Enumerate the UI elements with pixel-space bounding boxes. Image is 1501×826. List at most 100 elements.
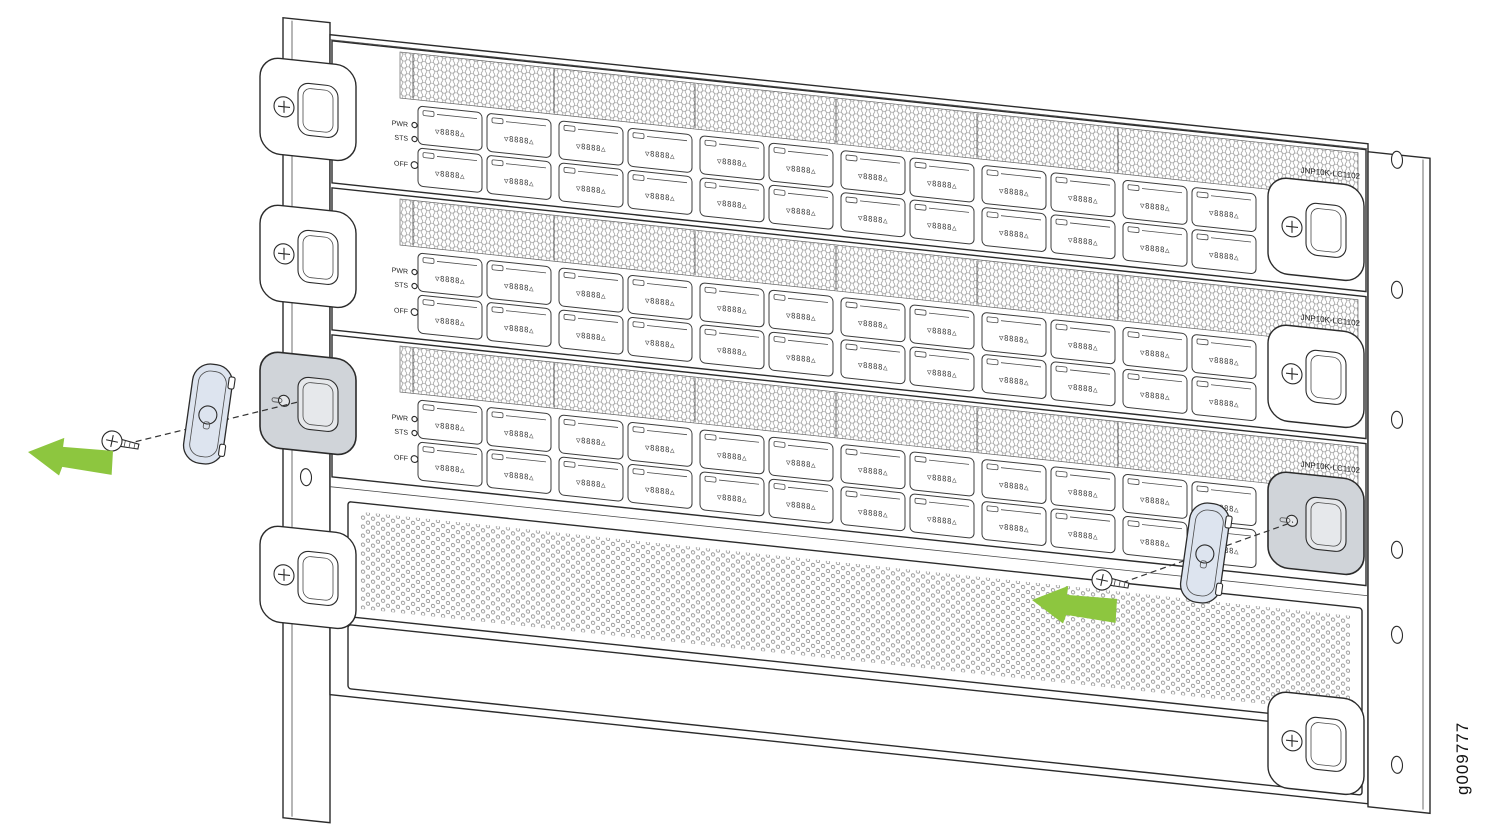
sts-led-icon: [411, 282, 418, 290]
svg-text:▽8888△: ▽8888△: [858, 318, 888, 330]
cover-tab: [1224, 515, 1233, 529]
svg-text:▽8888△: ▽8888△: [576, 436, 606, 448]
flange-screw-hole: [1390, 410, 1404, 429]
status-leds: PWR STS OFF: [392, 414, 419, 464]
right-rack-flange: [1367, 150, 1431, 815]
svg-text:▽8888△: ▽8888△: [1209, 208, 1239, 220]
port-cage: ▽8888△: [627, 128, 693, 173]
ejector-handle: [1267, 177, 1365, 282]
port-cage: ▽8888△: [840, 486, 906, 532]
port-cage: ▽8888△: [417, 105, 483, 151]
svg-text:▽8888△: ▽8888△: [786, 206, 816, 218]
port-cage: ▽8888△: [768, 331, 834, 377]
vent-mesh: [399, 198, 1359, 347]
svg-text:▽8888△: ▽8888△: [858, 171, 888, 183]
port-cage: ▽8888△: [627, 422, 693, 467]
svg-text:▽8888△: ▽8888△: [645, 296, 675, 308]
cover-tab: [1214, 582, 1224, 596]
ejector-handle: [259, 57, 357, 162]
line-card-2: ▽8888△▽8888△▽8888△▽8888△▽8888△▽8888△▽888…: [331, 187, 1367, 440]
port-cage: ▽8888△: [558, 120, 624, 166]
svg-text:▽8888△: ▽8888△: [645, 443, 675, 455]
cover-tab: [227, 376, 236, 390]
port-cage: ▽8888△: [558, 456, 624, 502]
flange-screw-hole: [1390, 755, 1404, 774]
svg-text:▽8888△: ▽8888△: [504, 323, 534, 335]
svg-text:▽8888△: ▽8888△: [1068, 340, 1098, 352]
ejector-handle-highlighted: [259, 351, 357, 456]
handles: [259, 57, 1365, 796]
svg-text:▽8888△: ▽8888△: [504, 281, 534, 293]
svg-text:▽8888△: ▽8888△: [717, 450, 747, 462]
chassis: ▽8888△ ▽8888△ ▽8888△ ▽8888△ ▽8888△ ▽8888△ ▽888…: [259, 16, 1431, 824]
port-cage: ▽8888△: [1122, 222, 1188, 267]
port-cage: ▽8888△: [417, 147, 483, 193]
svg-text:▽8888△: ▽8888△: [435, 316, 465, 328]
svg-text:▽8888△: ▽8888△: [1140, 201, 1170, 213]
port-cage: ▽8888△: [1191, 187, 1257, 233]
svg-text:▽8888△: ▽8888△: [927, 472, 957, 484]
ejector-handle: [259, 525, 357, 630]
pwr-led-icon: [411, 121, 418, 129]
flange-screw-hole: [1390, 280, 1404, 299]
svg-text:▽8888△: ▽8888△: [927, 325, 957, 337]
port-cage: ▽8888△: [768, 478, 834, 524]
port-cage: ▽8888△: [981, 165, 1047, 210]
svg-text:▽8888△: ▽8888△: [645, 338, 675, 350]
port-cage: ▽8888△: [627, 170, 693, 215]
svg-text:▽8888△: ▽8888△: [927, 367, 957, 379]
svg-text:▽8888△: ▽8888△: [1140, 495, 1170, 507]
port-cage: ▽8888△: [1191, 229, 1257, 275]
port-cage: ▽8888△: [558, 162, 624, 208]
svg-text:▽8888△: ▽8888△: [1068, 382, 1098, 394]
led-label-pwr: PWR: [392, 120, 408, 129]
port-cage: ▽8888△: [909, 199, 975, 245]
svg-text:▽8888△: ▽8888△: [717, 345, 747, 357]
svg-text:▽8888△: ▽8888△: [717, 156, 747, 168]
svg-text:▽8888△: ▽8888△: [576, 142, 606, 154]
port-cage: ▽8888△: [486, 260, 552, 305]
svg-text:▽8888△: ▽8888△: [1209, 397, 1239, 409]
svg-text:▽8888△: ▽8888△: [504, 176, 534, 188]
svg-text:▽8888△: ▽8888△: [1068, 529, 1098, 541]
port-cage: ▽8888△: [1122, 369, 1188, 414]
port-cage: ▽8888△: [417, 399, 483, 445]
port-cage: ▽8888△: [486, 407, 552, 452]
svg-text:▽8888△: ▽8888△: [1209, 355, 1239, 367]
port-cage: ▽8888△: [1050, 361, 1116, 407]
ejector-handle: [1267, 324, 1365, 429]
line-card-1: ▽8888△▽8888△▽8888△▽8888△▽8888△▽8888△▽888…: [331, 40, 1367, 293]
svg-text:▽8888△: ▽8888△: [786, 353, 816, 365]
keyhole-icon: [1285, 514, 1299, 527]
led-label-sts: STS: [394, 134, 408, 142]
status-leds: PWR STS OFF: [392, 267, 419, 317]
svg-text:▽8888△: ▽8888△: [504, 134, 534, 146]
flange-screw-hole: [1390, 540, 1404, 559]
port-cage: ▽8888△: [1191, 334, 1257, 380]
port-cage: ▽8888△: [1050, 466, 1116, 512]
port-cage: ▽8888△: [1191, 376, 1257, 422]
port-grid: ▽8888△▽8888△▽8888△▽8888△▽8888△▽8888△▽888…: [412, 54, 1257, 275]
port-cage: ▽8888△: [909, 493, 975, 539]
svg-text:▽8888△: ▽8888△: [576, 289, 606, 301]
svg-text:▽8888△: ▽8888△: [927, 514, 957, 526]
port-cage: ▽8888△: [840, 444, 906, 490]
ejector-handle: [1267, 691, 1365, 796]
svg-text:▽8888△: ▽8888△: [435, 463, 465, 475]
vent-mesh: [399, 345, 1359, 494]
svg-text:▽8888△: ▽8888△: [504, 428, 534, 440]
removal-arrow-right: [1032, 585, 1117, 624]
led-label-sts: STS: [394, 428, 408, 436]
port-cage: ▽8888△: [1122, 327, 1188, 372]
port-cage: ▽8888△: [417, 252, 483, 298]
keyhole-icon: [1195, 544, 1215, 564]
sts-led-icon: [411, 135, 418, 143]
port-cage: ▽8888△: [840, 339, 906, 385]
led-label-pwr: PWR: [392, 414, 408, 423]
cover-plate-left: [182, 363, 236, 465]
figure-id: g009777: [1453, 722, 1472, 795]
svg-text:▽8888△: ▽8888△: [435, 169, 465, 181]
port-cage: ▽8888△: [768, 289, 834, 335]
port-cage: ▽8888△: [699, 282, 765, 328]
svg-text:▽8888△: ▽8888△: [999, 480, 1029, 492]
